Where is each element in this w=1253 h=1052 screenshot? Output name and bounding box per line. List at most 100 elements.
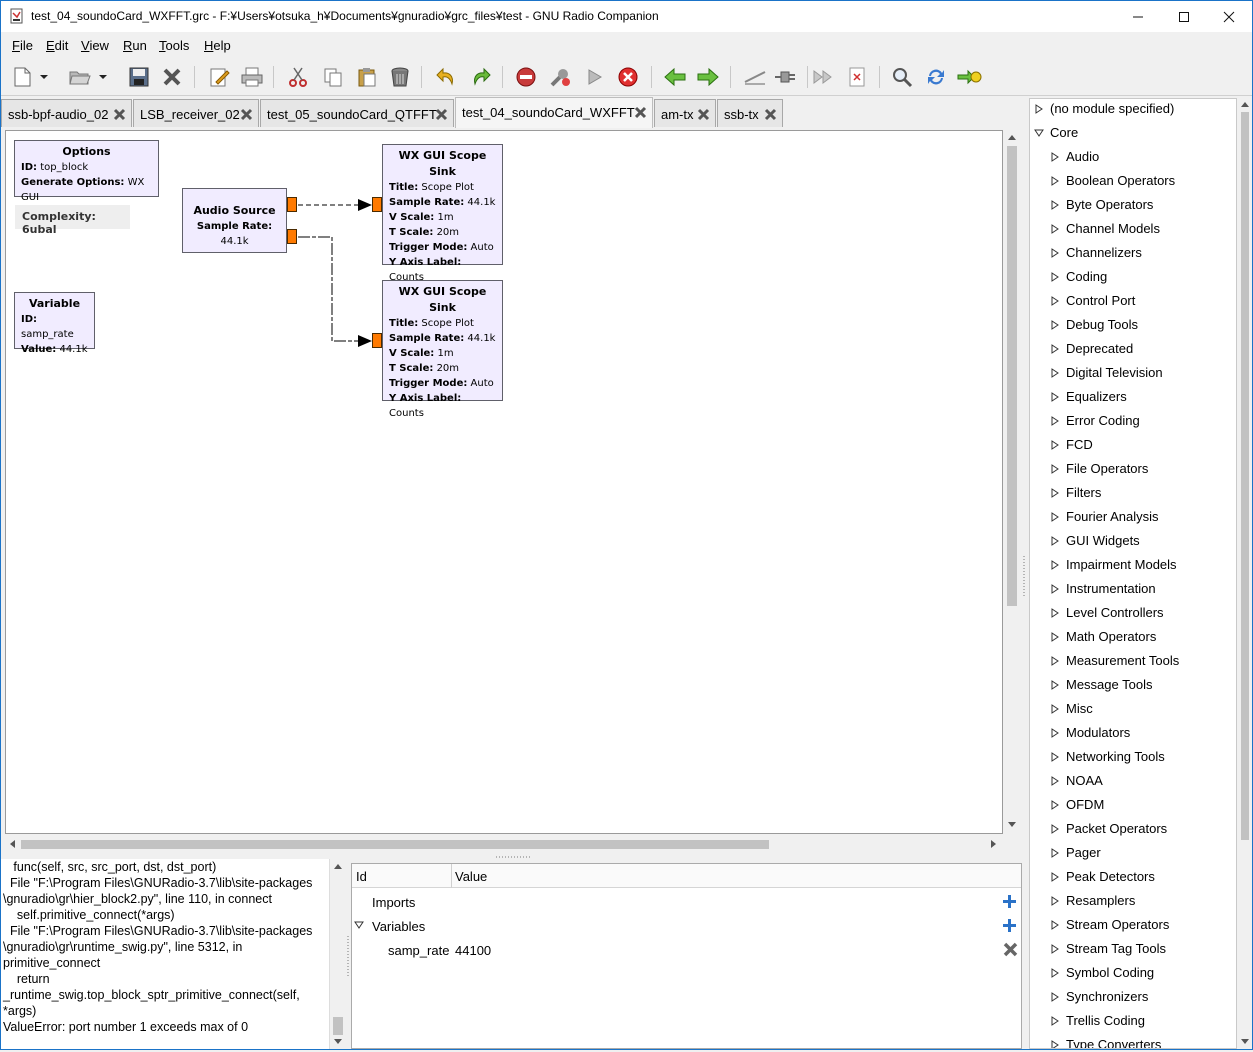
tree-category-pager[interactable]: Pager: [1051, 845, 1101, 860]
menu-edit[interactable]: Edit: [46, 38, 69, 53]
pane-resize-handle[interactable]: [496, 855, 532, 860]
cut-button[interactable]: [285, 64, 311, 90]
kill-button[interactable]: [615, 64, 641, 90]
tree-category-error-coding[interactable]: Error Coding: [1051, 413, 1140, 428]
pane-resize-handle[interactable]: [1021, 556, 1027, 596]
expander-closed-icon[interactable]: [1050, 392, 1060, 402]
plug-button[interactable]: [773, 64, 799, 90]
tree-category-noaa[interactable]: NOAA: [1051, 773, 1103, 788]
tree-category-file-operators[interactable]: File Operators: [1051, 461, 1148, 476]
tree-category-symbol-coding[interactable]: Symbol Coding: [1051, 965, 1154, 980]
tree-category-equalizers[interactable]: Equalizers: [1051, 389, 1127, 404]
minimize-button[interactable]: [1115, 1, 1161, 32]
print-button[interactable]: [239, 64, 265, 90]
expander-closed-icon[interactable]: [1050, 968, 1060, 978]
options-block[interactable]: Options ID: top_block Generate Options: …: [14, 140, 159, 203]
expander-closed-icon[interactable]: [1050, 560, 1060, 570]
expander-closed-icon[interactable]: [1050, 584, 1060, 594]
expander-closed-icon[interactable]: [1050, 416, 1060, 426]
error-report-button[interactable]: [844, 64, 870, 90]
bypass-block-button[interactable]: [547, 64, 573, 90]
column-header-id[interactable]: Id: [356, 869, 367, 884]
tree-category-deprecated[interactable]: Deprecated: [1051, 341, 1133, 356]
redo-button[interactable]: [468, 64, 494, 90]
tree-category-control-port[interactable]: Control Port: [1051, 293, 1135, 308]
expander-open-icon[interactable]: [1034, 128, 1044, 138]
expander-closed-icon[interactable]: [1050, 320, 1060, 330]
close-tab-icon[interactable]: [634, 106, 647, 119]
tree-category-misc[interactable]: Misc: [1051, 701, 1093, 716]
tree-category-boolean-operators[interactable]: Boolean Operators: [1051, 173, 1175, 188]
undo-button[interactable]: [433, 64, 459, 90]
expander-closed-icon[interactable]: [1050, 632, 1060, 642]
tree-category-audio[interactable]: Audio: [1051, 149, 1099, 164]
close-tab-icon[interactable]: [240, 108, 253, 121]
expander-closed-icon[interactable]: [1050, 1040, 1060, 1049]
close-tab-icon[interactable]: [697, 108, 710, 121]
scope-sink-block[interactable]: WX GUI Scope Sink Title: Scope Plot Samp…: [382, 280, 503, 419]
variables-row[interactable]: Variables: [352, 915, 1021, 937]
expander-closed-icon[interactable]: [1050, 200, 1060, 210]
audio-source-block[interactable]: Audio Source Sample Rate: 44.1k: [182, 188, 287, 253]
tree-category-networking-tools[interactable]: Networking Tools: [1051, 749, 1165, 764]
tab-test-04[interactable]: test_04_soundoCard_WXFFT: [455, 97, 653, 128]
tab-test-05[interactable]: test_05_soundoCard_QTFFT: [260, 99, 454, 127]
paste-button[interactable]: [354, 64, 380, 90]
expander-closed-icon[interactable]: [1050, 608, 1060, 618]
tree-category-level-controllers[interactable]: Level Controllers: [1051, 605, 1164, 620]
console-scrollbar[interactable]: [329, 859, 345, 1049]
console-output[interactable]: func(self, src, src_port, dst, dst_port)…: [1, 859, 329, 1049]
open-dropdown-button[interactable]: [95, 64, 111, 90]
expander-closed-icon[interactable]: [1050, 728, 1060, 738]
scope-sink-in-port[interactable]: [372, 197, 382, 212]
tree-category-instrumentation[interactable]: Instrumentation: [1051, 581, 1156, 596]
expander-closed-icon[interactable]: [1050, 344, 1060, 354]
expander-closed-icon[interactable]: [1050, 248, 1060, 258]
menu-view[interactable]: View: [81, 38, 109, 53]
tab-lsb-receiver[interactable]: LSB_receiver_02: [133, 99, 259, 127]
tree-category-fcd[interactable]: FCD: [1051, 437, 1093, 452]
tree-category-fourier-analysis[interactable]: Fourier Analysis: [1051, 509, 1158, 524]
expander-closed-icon[interactable]: [1050, 1016, 1060, 1026]
imports-row[interactable]: Imports: [352, 891, 1021, 913]
variable-row-samp-rate[interactable]: samp_rate 44100: [352, 939, 1021, 961]
tab-ssb-bpf-audio[interactable]: ssb-bpf-audio_02: [1, 99, 132, 127]
expander-closed-icon[interactable]: [1050, 464, 1060, 474]
reload-blocks-button[interactable]: [923, 64, 949, 90]
save-button[interactable]: [126, 64, 152, 90]
expander-closed-icon[interactable]: [1050, 152, 1060, 162]
close-file-button[interactable]: [159, 64, 185, 90]
open-button[interactable]: [67, 64, 93, 90]
expander-closed-icon[interactable]: [1050, 776, 1060, 786]
new-dropdown-button[interactable]: [36, 64, 52, 90]
connection-line[interactable]: [298, 236, 361, 342]
expander-closed-icon[interactable]: [1050, 824, 1060, 834]
canvas-horizontal-scrollbar[interactable]: [5, 836, 1003, 852]
audio-source-out-port-0[interactable]: [287, 197, 297, 212]
tree-category-digital-television[interactable]: Digital Television: [1051, 365, 1163, 380]
expander-closed-icon[interactable]: [1050, 992, 1060, 1002]
tree-category-peak-detectors[interactable]: Peak Detectors: [1051, 869, 1155, 884]
close-window-button[interactable]: [1206, 1, 1252, 32]
tree-category-filters[interactable]: Filters: [1051, 485, 1101, 500]
add-icon[interactable]: [1002, 918, 1017, 933]
scope-sink-block[interactable]: WX GUI Scope Sink Title: Scope Plot Samp…: [382, 144, 503, 283]
expander-closed-icon[interactable]: [1050, 296, 1060, 306]
expander-closed-icon[interactable]: [1050, 800, 1060, 810]
expander-closed-icon[interactable]: [1050, 536, 1060, 546]
execute-button[interactable]: [581, 64, 607, 90]
variable-block[interactable]: Variable ID: samp_rate Value: 44.1k: [14, 292, 95, 355]
expander-closed-icon[interactable]: [1050, 704, 1060, 714]
column-header-value[interactable]: Value: [455, 869, 488, 884]
tree-item-core[interactable]: Core: [1034, 125, 1078, 140]
expander-closed-icon[interactable]: [1050, 872, 1060, 882]
tree-category-byte-operators[interactable]: Byte Operators: [1051, 197, 1153, 212]
canvas-vertical-scrollbar[interactable]: [1004, 130, 1020, 834]
preferences-button[interactable]: [206, 64, 232, 90]
expander-closed-icon[interactable]: [1050, 752, 1060, 762]
tree-category-coding[interactable]: Coding: [1051, 269, 1107, 284]
copy-button[interactable]: [320, 64, 346, 90]
tree-category-synchronizers[interactable]: Synchronizers: [1051, 989, 1148, 1004]
tree-category-channelizers[interactable]: Channelizers: [1051, 245, 1142, 260]
expander-closed-icon[interactable]: [1050, 512, 1060, 522]
